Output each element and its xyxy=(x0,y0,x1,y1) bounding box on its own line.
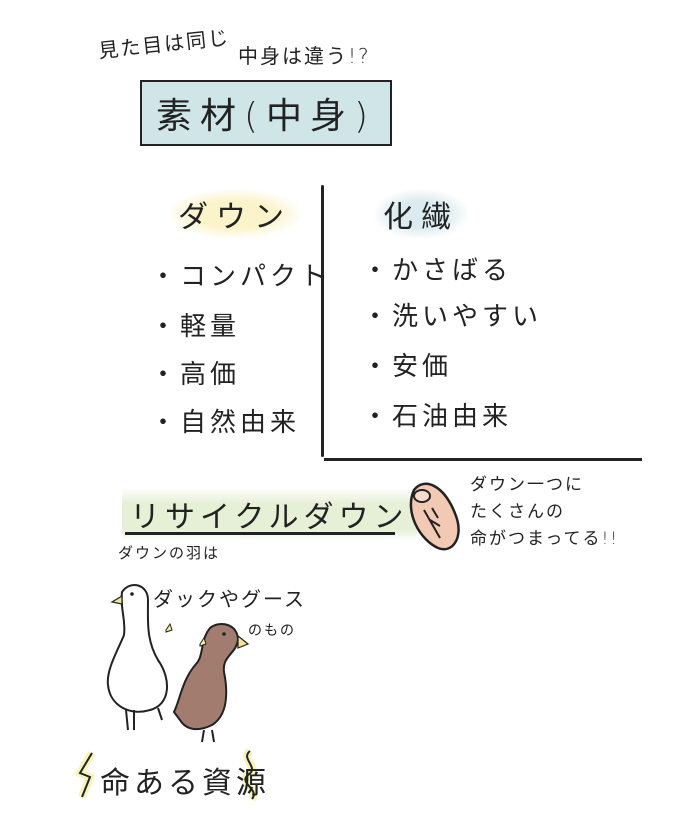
down-item: ・コンパクト xyxy=(150,262,331,292)
recycle-caption: ダウン一つに たくさんの 命がつまってる!! xyxy=(470,472,619,553)
down-item: ・自然由来 xyxy=(150,408,301,438)
goose-icon xyxy=(106,584,169,731)
page-title: 素材(中身) xyxy=(155,96,377,137)
feather-icon xyxy=(409,482,460,551)
duck-goose-note: ダックやグース xyxy=(153,587,306,611)
synthetic-heading: 化繊 xyxy=(375,190,467,238)
synthetic-item: ・洗いやすい xyxy=(362,302,543,332)
slogan: 命ある資源 xyxy=(100,766,270,801)
duck-goose-note-suffix: のもの xyxy=(248,623,296,639)
synthetic-item: ・石油由来 xyxy=(362,402,513,432)
synthetic-item: ・かさばる xyxy=(362,256,513,286)
feather-note: ダウンの羽は xyxy=(118,544,221,562)
intro-text-right: 中身は違う!? xyxy=(238,44,371,68)
column-divider xyxy=(321,185,324,457)
ducks-illustration xyxy=(106,584,250,743)
sparkle-brackets-icon xyxy=(74,747,258,802)
section-divider xyxy=(324,458,642,461)
caption-line: ダウン一つに xyxy=(470,475,584,495)
underline xyxy=(125,532,395,535)
brown-duck-icon xyxy=(172,623,250,743)
down-item: ・高価 xyxy=(150,360,241,390)
recycle-down-heading: リサイクルダウン xyxy=(122,488,417,540)
intro-text-left: 見た目は同じ xyxy=(97,25,232,63)
caption-line: たくさんの xyxy=(470,502,565,522)
title-box: 素材(中身) xyxy=(140,80,392,146)
down-item: ・軽量 xyxy=(150,312,241,342)
synthetic-item: ・安価 xyxy=(362,352,453,382)
down-heading: ダウン xyxy=(170,190,300,238)
sparkle-icon xyxy=(165,622,207,647)
caption-line: 命がつまってる!! xyxy=(470,529,620,549)
